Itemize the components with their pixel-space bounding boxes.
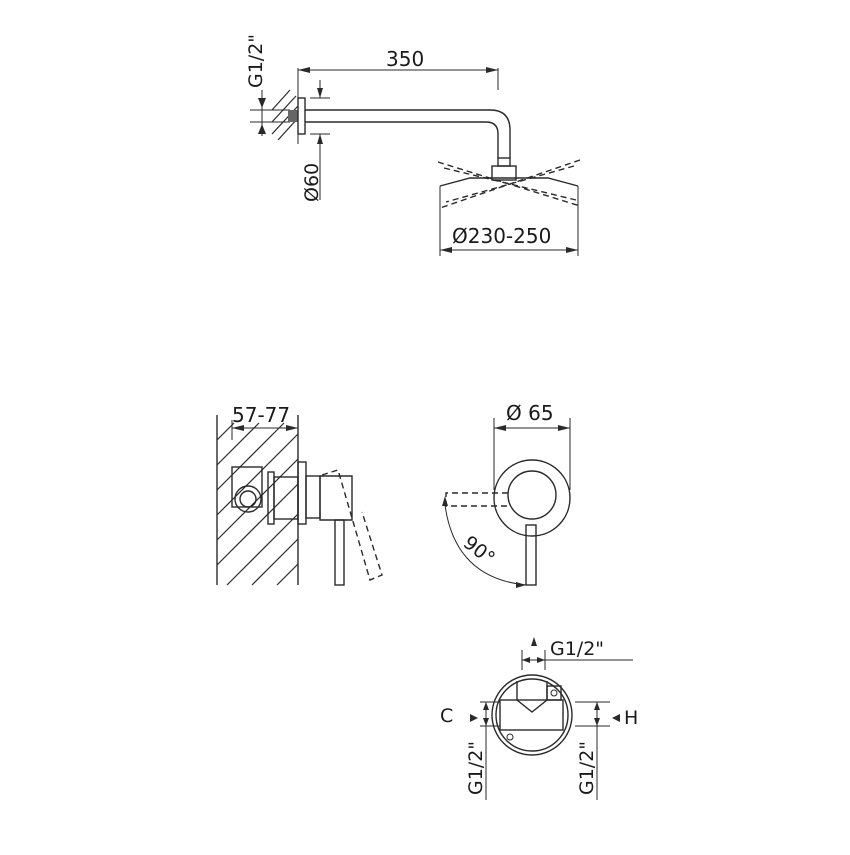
right-thread-label: G1/2": [576, 741, 598, 795]
hot-label: H: [624, 707, 638, 729]
shower-head: [437, 157, 581, 209]
mixer-front-view: Ø 65 90°: [442, 401, 571, 588]
mixer-side-view: 57-77: [216, 403, 383, 586]
cold-label: C: [440, 705, 453, 727]
flange-diameter-label: Ø60: [301, 163, 323, 202]
wall-depth-label: 57-77: [232, 403, 290, 427]
rotation-angle-label: 90°: [459, 532, 499, 570]
head-diameter-label: Ø230-250: [452, 224, 551, 248]
wall-hatch-mixer: [216, 422, 299, 586]
mixer-body-view: G1/2" C G1/2" H G1/2": [440, 637, 638, 800]
shower-arm-view: G1/2" 350: [245, 34, 581, 256]
left-thread-label: G1/2": [465, 741, 487, 795]
top-thread-label: G1/2": [550, 638, 604, 660]
plate-diameter-label: Ø 65: [506, 401, 554, 425]
inlet-thread-label: G1/2": [245, 34, 267, 88]
arm-length-label: 350: [386, 47, 424, 71]
